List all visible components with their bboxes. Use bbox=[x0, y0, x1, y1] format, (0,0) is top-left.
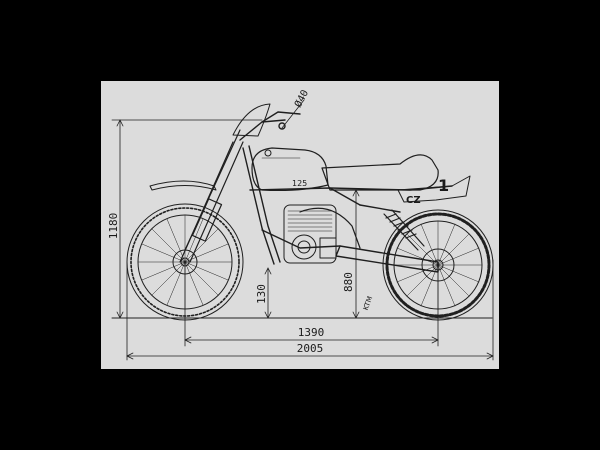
dimension-lines bbox=[111, 99, 494, 361]
tank-badge: 125 bbox=[292, 179, 307, 188]
front-fork bbox=[179, 129, 244, 263]
front-fender bbox=[149, 180, 217, 191]
overall-height-label: 1180 bbox=[107, 213, 120, 240]
seat bbox=[321, 154, 439, 191]
overall-length-label: 2005 bbox=[297, 342, 324, 355]
frame bbox=[242, 145, 453, 265]
front-plate bbox=[232, 103, 271, 137]
wheelbase-label: 1390 bbox=[298, 326, 325, 339]
ground-clearance-label: 130 bbox=[255, 284, 268, 304]
exhaust-pipe bbox=[299, 207, 361, 249]
handlebar bbox=[239, 111, 301, 141]
paper-sheet bbox=[101, 81, 499, 369]
engine bbox=[283, 204, 337, 264]
front-wheel bbox=[126, 203, 244, 321]
brand-logo: CZ bbox=[406, 195, 421, 206]
number-plate-label: 1 bbox=[438, 176, 449, 195]
seat-height-label: 880 bbox=[342, 272, 355, 292]
fuel-tank bbox=[251, 147, 329, 192]
side-panel bbox=[397, 175, 471, 203]
